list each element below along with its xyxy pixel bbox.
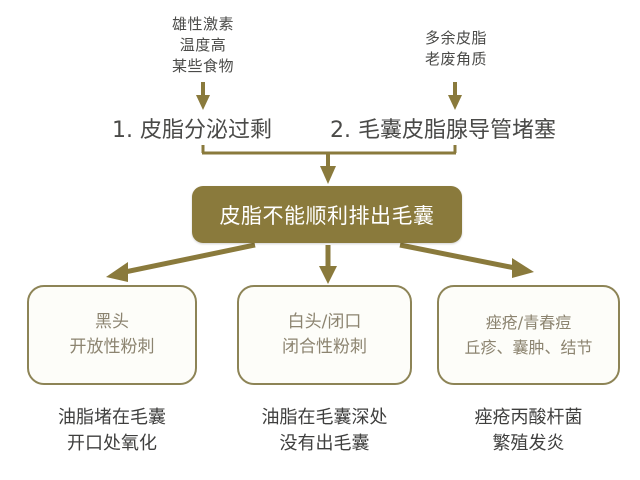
- caption-whitehead: 油脂在毛囊深处 没有出毛囊: [237, 405, 412, 457]
- outcome-3-line-2: 丘疹、囊肿、结节: [464, 338, 593, 357]
- cause-left-arrow-icon: [196, 82, 210, 110]
- outcome-box-acne: 痤疮/青春痘 丘疹、囊肿、结节: [437, 285, 620, 385]
- outcome-box-whitehead: 白头/闭口 闭合性粉刺: [237, 285, 412, 385]
- stage-heading-2: 2. 毛囊皮脂腺导管堵塞: [330, 118, 556, 143]
- stage-heading-1: 1. 皮脂分泌过剩: [112, 118, 272, 143]
- outcome-2-line-2: 闭合性粉刺: [282, 337, 367, 357]
- caption-3-line-2: 繁殖发炎: [492, 433, 565, 454]
- caption-acne: 痤疮丙酸杆菌 繁殖发炎: [437, 405, 620, 457]
- bracket-connector: [201, 145, 457, 155]
- branch-left-arrow-icon: [106, 242, 256, 282]
- branch-right-arrow-icon: [399, 242, 534, 278]
- outcome-2-line-1: 白头/闭口: [287, 312, 362, 332]
- cause-block-right: 多余皮脂 老废角质: [385, 28, 527, 70]
- caption-1-line-2: 开口处氧化: [67, 433, 157, 454]
- caption-2-line-2: 没有出毛囊: [279, 433, 370, 454]
- cause-left-line-1: 雄性激素: [171, 15, 234, 33]
- cause-right-line-1: 多余皮脂: [424, 29, 487, 47]
- caption-3-line-1: 痤疮丙酸杆菌: [474, 407, 583, 428]
- cause-left-line-2: 温度高: [179, 36, 227, 54]
- caption-2-line-1: 油脂在毛囊深处: [261, 407, 388, 428]
- outcome-1-line-1: 黑头: [95, 312, 129, 332]
- outcome-3-line-1: 痤疮/青春痘: [485, 313, 572, 332]
- outcome-box-blackhead: 黑头 开放性粉刺: [27, 285, 197, 385]
- central-statement-box: 皮脂不能顺利排出毛囊: [192, 186, 462, 243]
- cause-right-arrow-icon: [448, 82, 462, 110]
- central-statement-text: 皮脂不能顺利排出毛囊: [219, 203, 435, 228]
- branch-center-arrow-icon: [319, 245, 337, 284]
- cause-right-line-2: 老废角质: [424, 50, 487, 68]
- cause-left-line-3: 某些食物: [171, 57, 234, 75]
- caption-blackhead: 油脂堵在毛囊 开口处氧化: [27, 405, 197, 457]
- merge-down-arrow-icon: [320, 153, 336, 184]
- caption-1-line-1: 油脂堵在毛囊: [58, 407, 166, 428]
- outcome-1-line-2: 开放性粉刺: [69, 337, 155, 357]
- cause-block-left: 雄性激素 温度高 某些食物: [132, 14, 274, 77]
